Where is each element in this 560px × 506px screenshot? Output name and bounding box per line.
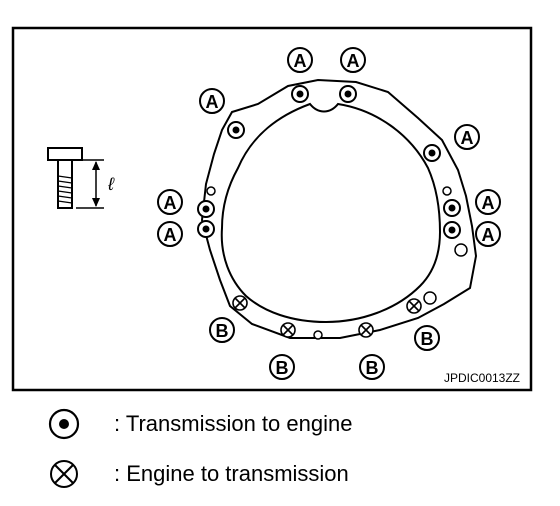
bolt-holes-b	[232, 295, 422, 338]
bolt-a-hole	[227, 121, 245, 139]
label-a: A	[157, 189, 183, 215]
label-a: A	[454, 124, 480, 150]
bolt-length-symbol: ℓ	[107, 174, 115, 194]
label-a-text: A	[294, 51, 307, 71]
labels-b: B B B B	[209, 317, 440, 380]
bolt-a-hole	[443, 221, 461, 239]
label-b-text: B	[276, 358, 289, 378]
label-b: B	[359, 354, 385, 380]
engine-to-transmission-icon	[46, 456, 82, 492]
bolt-b-hole	[358, 322, 374, 338]
label-a-text: A	[482, 225, 495, 245]
bolt-a-hole	[197, 200, 215, 218]
label-a-text: A	[164, 225, 177, 245]
label-a: A	[340, 47, 366, 73]
bolt-a-hole	[339, 85, 357, 103]
bolt-a-hole	[197, 220, 215, 238]
labels-a: A A A A A A A A	[157, 47, 501, 247]
bolt-a-hole	[423, 144, 441, 162]
label-b-text: B	[366, 358, 379, 378]
label-a-text: A	[461, 128, 474, 148]
legend-row-engine-to-transmission: : Engine to transmission	[46, 456, 349, 492]
label-a-text: A	[164, 193, 177, 213]
bolt-holes-a	[197, 85, 461, 239]
figure-frame	[11, 26, 533, 392]
bolt-length-illustration: ℓ	[47, 147, 115, 209]
label-a: A	[287, 47, 313, 73]
legend-label-engine-to-transmission: : Engine to transmission	[114, 461, 349, 486]
label-b: B	[209, 317, 235, 343]
label-a: A	[157, 221, 183, 247]
label-a-text: A	[206, 92, 219, 112]
label-a-text: A	[347, 51, 360, 71]
label-a-text: A	[482, 193, 495, 213]
transmission-to-engine-icon	[46, 406, 82, 442]
bolt-a-hole	[291, 85, 309, 103]
bolt-b-hole	[232, 295, 248, 311]
dowel-holes	[206, 186, 468, 340]
label-b-text: B	[421, 329, 434, 349]
label-a: A	[199, 88, 225, 114]
label-a: A	[475, 189, 501, 215]
bolt-a-hole	[443, 199, 461, 217]
bolt-b-hole	[280, 322, 296, 338]
label-a: A	[475, 221, 501, 247]
legend-label-transmission-to-engine: : Transmission to engine	[114, 411, 353, 436]
label-b: B	[414, 325, 440, 351]
bolt-b-hole	[406, 298, 422, 314]
figure-code: JPDIC0013ZZ	[444, 371, 520, 385]
legend-row-transmission-to-engine: : Transmission to engine	[46, 406, 352, 442]
label-b-text: B	[216, 321, 229, 341]
label-b: B	[269, 354, 295, 380]
